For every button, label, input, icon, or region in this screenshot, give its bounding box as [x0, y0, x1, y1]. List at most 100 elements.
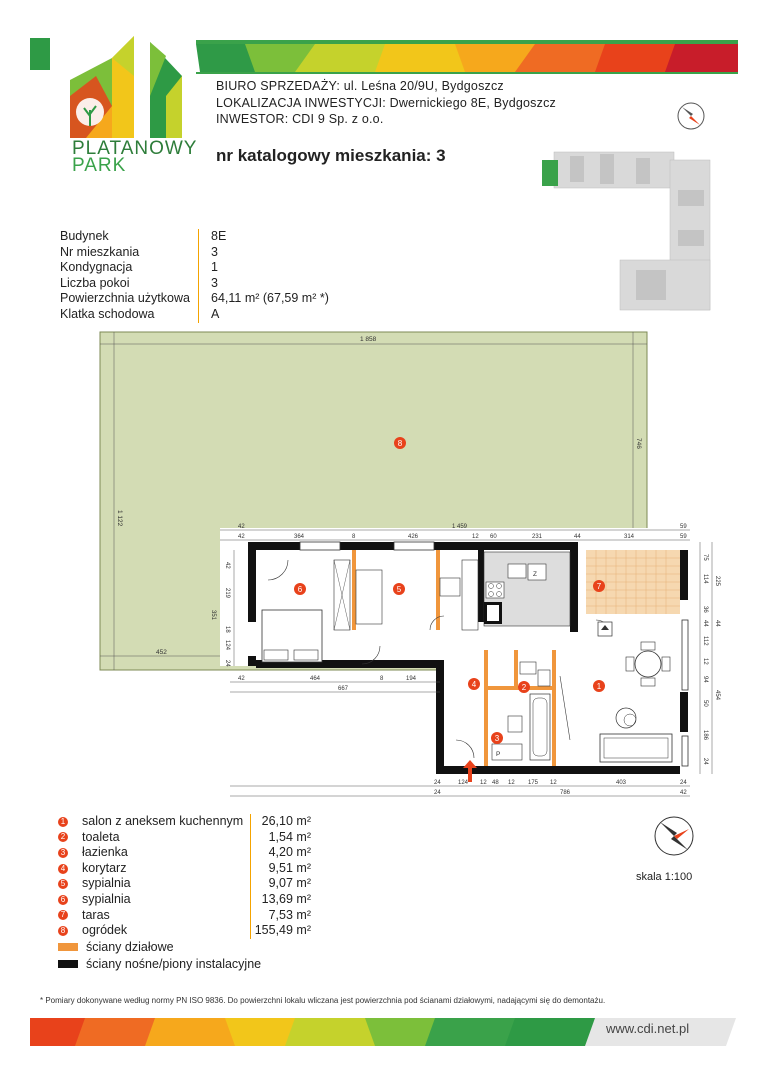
compass-icon	[654, 816, 694, 856]
sales-office: BIURO SPRZEDAŻY: ul. Leśna 20/9U, Bydgos…	[216, 79, 504, 93]
room-marker-5: 5	[397, 585, 402, 594]
dim-garden-width: 1 858	[360, 336, 377, 343]
dim-bottom-seg: 48	[492, 780, 499, 786]
logo-line1: PLATANOWY	[72, 138, 198, 159]
dim-mid-seg: 42	[238, 676, 245, 682]
room-name: ogródek	[82, 923, 128, 938]
compass-icon-top	[677, 102, 705, 130]
room-name: łazienka	[82, 845, 128, 860]
dim-garden-height-right: 746	[635, 438, 642, 449]
dim-left-seg: 18	[224, 626, 230, 633]
dim-right-seg: 225	[714, 576, 720, 587]
scale-label: skala 1:100	[636, 871, 693, 883]
dim-right-seg: 112	[702, 636, 708, 646]
room-name: korytarz	[82, 860, 127, 875]
dim-left-seg: 24	[224, 660, 230, 667]
info-label: Kondygnacja	[60, 260, 133, 275]
entrance-arrow-icon	[463, 760, 477, 782]
dim-top-seg: 42	[238, 534, 245, 540]
dim-bottom-seg: 24	[434, 780, 441, 786]
dim-bottom-seg: 124	[458, 780, 469, 786]
partition-swatch	[58, 942, 78, 951]
room-area: 4,20 m²	[250, 845, 311, 861]
dim-top-seg: 314	[624, 534, 635, 540]
dim-bottom-seg: 12	[550, 780, 557, 786]
room-marker-1: 1	[597, 682, 602, 691]
dim-top-seg: 59	[680, 534, 687, 540]
room-number: 3	[58, 847, 68, 858]
room-name: toaleta	[82, 829, 120, 844]
room-area: 7,53 m²	[250, 907, 311, 924]
dim-right-seg: 44	[714, 620, 720, 627]
header-banner	[30, 38, 738, 74]
room-number: 6	[58, 894, 68, 905]
dim-top-seg: 12	[472, 534, 479, 540]
sofa	[599, 733, 673, 763]
dim-bottom-seg: 12	[508, 780, 515, 786]
room-area: 9,07 m²	[250, 876, 311, 892]
room-number: 7	[58, 910, 68, 921]
room-name: sypialnia	[82, 876, 131, 891]
room-name: taras	[82, 907, 110, 922]
dim-right-seg: 50	[702, 700, 708, 707]
info-label: Powierzchnia użytkowa	[60, 291, 190, 306]
info-row: Kondygnacja 1	[60, 260, 329, 276]
dim-left-seg: 351	[210, 610, 216, 621]
room-area: 155,49 m²	[250, 923, 311, 939]
info-label: Klatka schodowa	[60, 306, 155, 321]
dim-top-right: 59	[680, 524, 687, 530]
dim-left-seg: 219	[224, 588, 230, 599]
dim-bottom-seg: 175	[528, 780, 539, 786]
room-marker-4: 4	[472, 680, 477, 689]
info-value: 8E	[211, 229, 227, 243]
info-value: 3	[211, 275, 218, 290]
footnote: * Pomiary dokonywane według normy PN ISO…	[40, 996, 606, 1005]
room-number: 2	[58, 832, 68, 843]
dim-mid-total: 667	[338, 686, 349, 692]
investment-location: LOKALIZACJA INWESTYCJI: Dwernickiego 8E,…	[216, 95, 556, 110]
dim-garden-height-left: 1 122	[116, 510, 123, 527]
info-label: Liczba pokoi	[60, 275, 130, 290]
dim-left-seg: 124	[224, 640, 230, 651]
room-marker-3: 3	[495, 734, 500, 743]
info-value: 64,11 m² (67,59 m² *)	[211, 291, 329, 306]
dim-bottom-right: 42	[680, 790, 687, 796]
info-label: Nr mieszkania	[60, 244, 140, 259]
room-number: 4	[58, 863, 68, 874]
info-row: Powierzchnia użytkowa 64,11 m² (67,59 m² …	[60, 291, 329, 307]
dim-mid-seg: 8	[380, 676, 384, 682]
dim-top-seg: 426	[408, 534, 419, 540]
room-marker-8: 8	[398, 439, 403, 448]
room-area: 13,69 m²	[250, 891, 311, 908]
dim-top-total: 1 459	[452, 524, 468, 530]
dim-right-seg: 24	[702, 758, 708, 765]
catalog-number: nr katalogowy mieszkania: 3	[216, 146, 446, 165]
dim-right-seg: 36	[702, 606, 708, 613]
dim-right-seg: 94	[702, 676, 708, 683]
legend-row: 7 taras 7,53 m²	[58, 907, 311, 924]
dim-left-ext: 452	[156, 649, 167, 656]
website-link[interactable]: www.cdi.net.pl	[606, 1021, 690, 1036]
info-value: 1	[211, 260, 218, 275]
dim-right-seg: 454	[714, 690, 720, 701]
key-plan	[542, 151, 711, 311]
partition-label: ściany działowe	[86, 939, 174, 954]
dim-right-seg: 12	[702, 658, 708, 665]
dim-bottom-left: 24	[434, 790, 441, 796]
dim-right-seg: 75	[702, 554, 708, 561]
dim-right-seg: 44	[702, 620, 708, 627]
logo-line2: PARK	[72, 155, 127, 176]
room-marker-6: 6	[298, 585, 303, 594]
load-bearing-swatch	[58, 959, 78, 968]
logo-text: PLATANOWY PARK	[72, 138, 198, 176]
room-markers: 8 6 5 7 4 2 1 3	[294, 437, 605, 744]
washer-label: P	[496, 751, 500, 758]
